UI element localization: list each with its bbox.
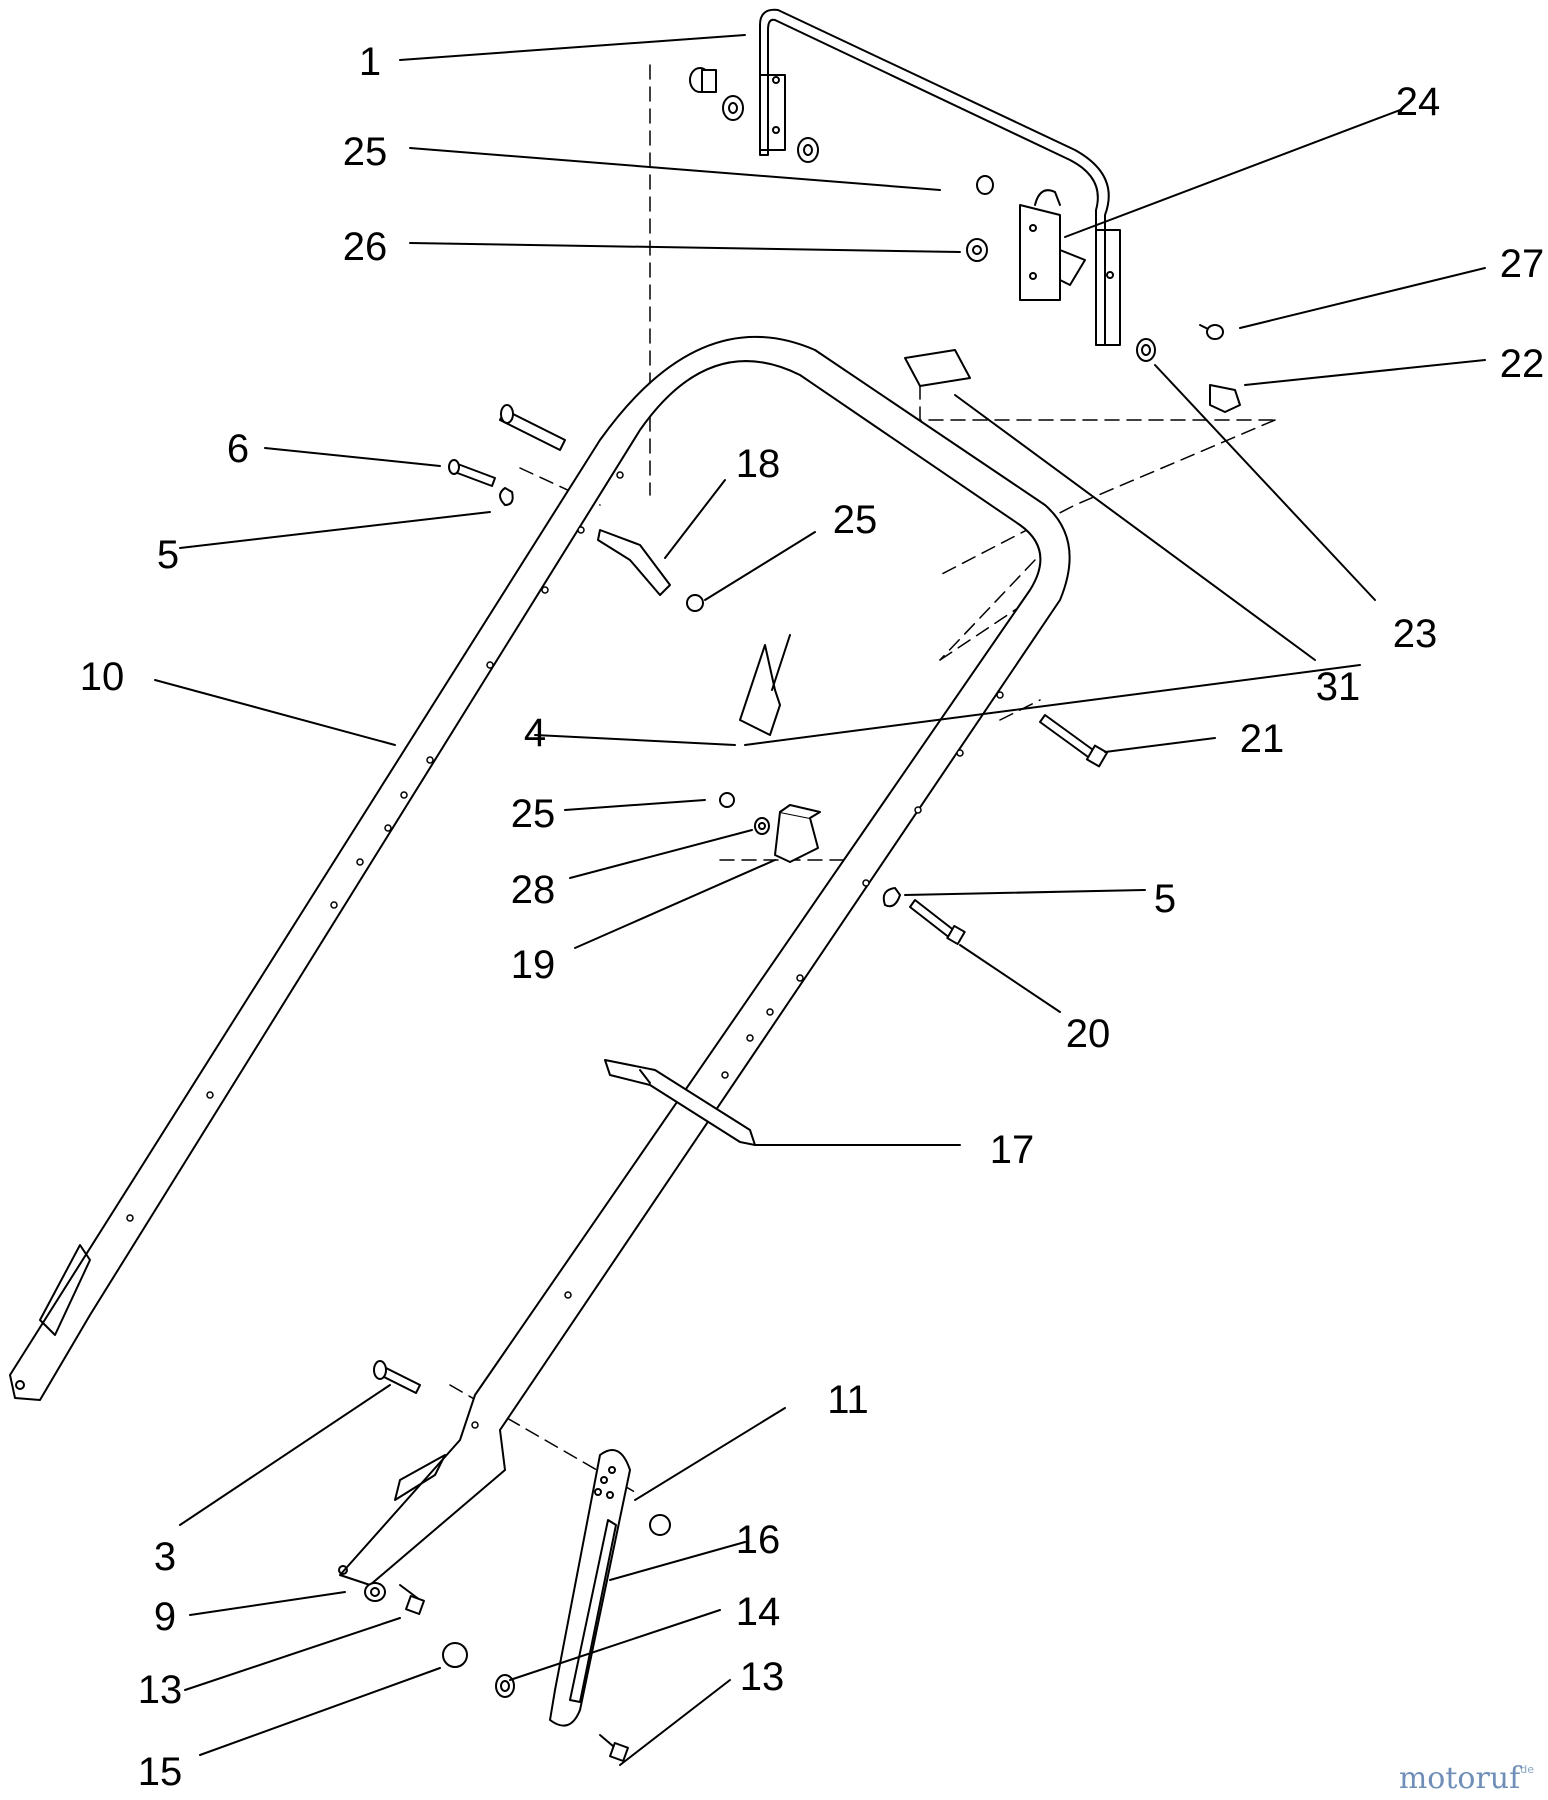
cable-clip-and-connector xyxy=(597,529,791,736)
callout-28: 28 xyxy=(511,868,556,912)
callout-3: 3 xyxy=(154,1535,176,1579)
callout-27: 27 xyxy=(1500,242,1545,286)
control-bracket xyxy=(1019,189,1086,301)
callout-31: 31 xyxy=(1316,665,1361,709)
callout-21: 21 xyxy=(1240,717,1285,761)
handle-clamp-plate xyxy=(604,1059,756,1146)
callout-11: 11 xyxy=(827,1378,869,1422)
callout-25-top: 25 xyxy=(343,130,388,174)
bolts xyxy=(373,324,1224,1762)
callout-26: 26 xyxy=(343,225,388,269)
decal xyxy=(904,349,971,387)
callout-numbers: 1 24 25 26 27 22 6 18 25 5 23 31 10 21 4… xyxy=(80,40,1545,1794)
watermark-logo: motorufde xyxy=(1399,1764,1534,1794)
callout-10: 10 xyxy=(80,655,125,699)
callout-18: 18 xyxy=(736,442,781,486)
callout-13-left: 13 xyxy=(138,1668,183,1712)
upper-handle-bar xyxy=(759,8,1121,346)
frame-holes xyxy=(126,471,1004,1429)
callout-14: 14 xyxy=(736,1590,781,1634)
callout-4: 4 xyxy=(524,711,546,755)
callout-15: 15 xyxy=(138,1750,183,1794)
callout-19: 19 xyxy=(511,943,556,987)
callout-5-left: 5 xyxy=(157,533,179,577)
height-adjust-bracket xyxy=(549,1449,631,1727)
cable-guide-block xyxy=(774,804,821,863)
callout-13-right: 13 xyxy=(740,1655,785,1699)
callout-9: 9 xyxy=(154,1595,176,1639)
callout-17: 17 xyxy=(990,1128,1035,1172)
callout-20: 20 xyxy=(1066,1012,1111,1056)
watermark-text: motoruf xyxy=(1398,1761,1521,1796)
leader-lines xyxy=(154,34,1486,1766)
callout-5-right: 5 xyxy=(1154,877,1176,921)
main-handle-frame xyxy=(9,335,1071,1586)
watermark-suffix: de xyxy=(1520,1763,1534,1776)
callout-6: 6 xyxy=(227,427,249,471)
callout-25-mid: 25 xyxy=(833,498,878,542)
callout-22: 22 xyxy=(1500,342,1545,386)
callout-1: 1 xyxy=(359,40,381,84)
hardware xyxy=(364,67,1241,1698)
callout-23: 23 xyxy=(1393,612,1438,656)
callout-16: 16 xyxy=(736,1518,781,1562)
callout-25-lower: 25 xyxy=(511,792,556,836)
callout-24: 24 xyxy=(1396,80,1441,124)
